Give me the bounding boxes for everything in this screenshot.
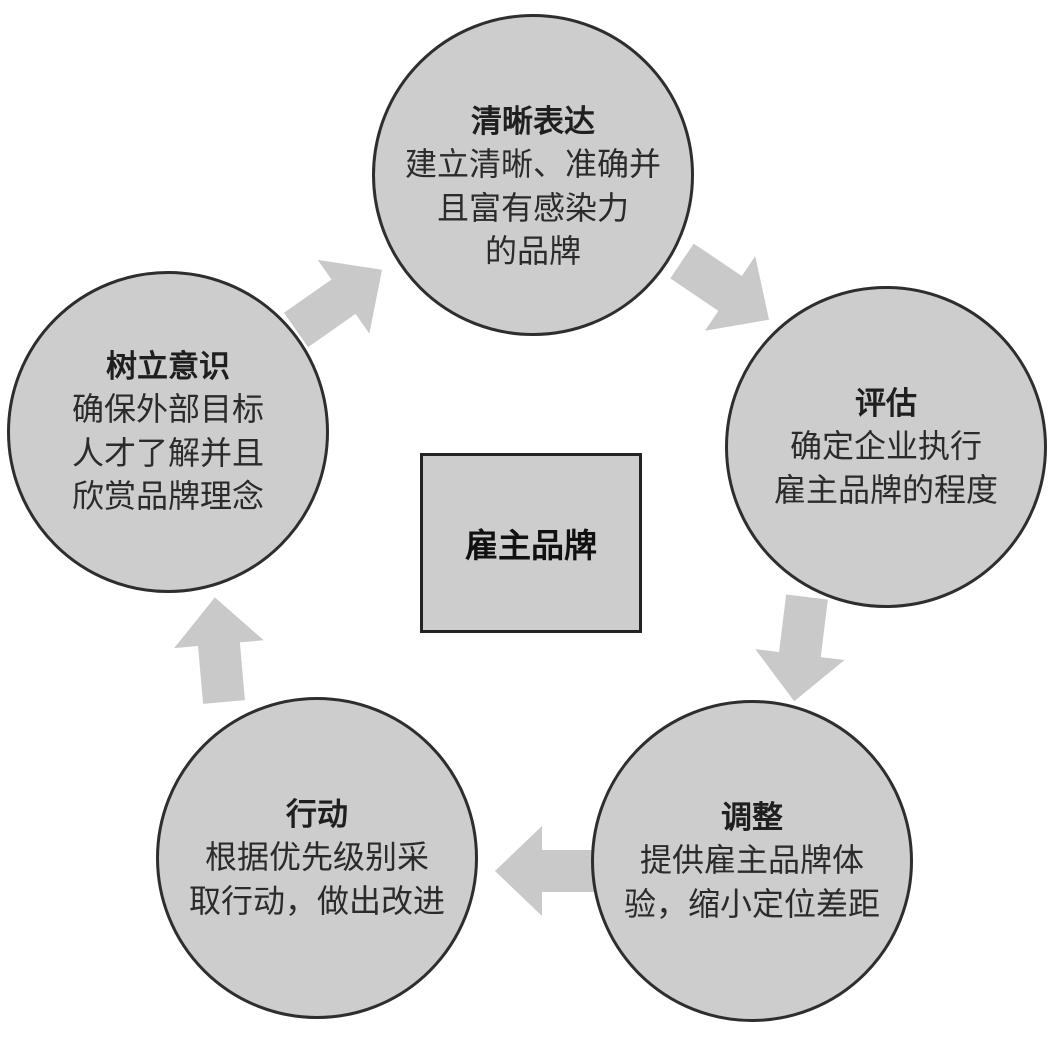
arrow-down-icon [755,594,845,702]
node-act-body: 根据优先级别采 取行动，做出改进 [188,839,445,919]
node-articulate-body: 建立清晰、准确并 且富有感染力 的品牌 [404,146,661,270]
node-act-title: 行动 [286,796,348,832]
node-adjust: 调整 提供雇主品牌体 验，缩小定位差距 [591,700,913,1022]
node-articulate: 清晰表达 建立清晰、准确并 且富有感染力 的品牌 [372,14,694,336]
node-awareness: 树立意识 确保外部目标 人才了解并且 欣赏品牌理念 [7,271,329,593]
arrow-down-right-icon [670,243,770,331]
node-act: 行动 根据优先级别采 取行动，做出改进 [156,697,478,1019]
arrow-left-icon [495,826,600,916]
arrow-up-right-icon [283,259,383,348]
node-evaluate-title: 评估 [855,385,917,421]
node-adjust-body: 提供雇主品牌体 验，缩小定位差距 [623,842,880,922]
node-awareness-title: 树立意识 [106,349,230,385]
node-evaluate: 评估 确定企业执行 雇主品牌的程度 [725,286,1047,608]
node-awareness-body: 确保外部目标 人才了解并且 欣赏品牌理念 [71,391,264,515]
center-box: 雇主品牌 [420,453,642,633]
arrow-up-icon [174,597,264,704]
node-adjust-title: 调整 [721,799,783,835]
node-evaluate-body: 确定企业执行 雇主品牌的程度 [773,428,998,508]
center-box-label: 雇主品牌 [465,527,597,564]
node-articulate-title: 清晰表达 [471,104,595,140]
